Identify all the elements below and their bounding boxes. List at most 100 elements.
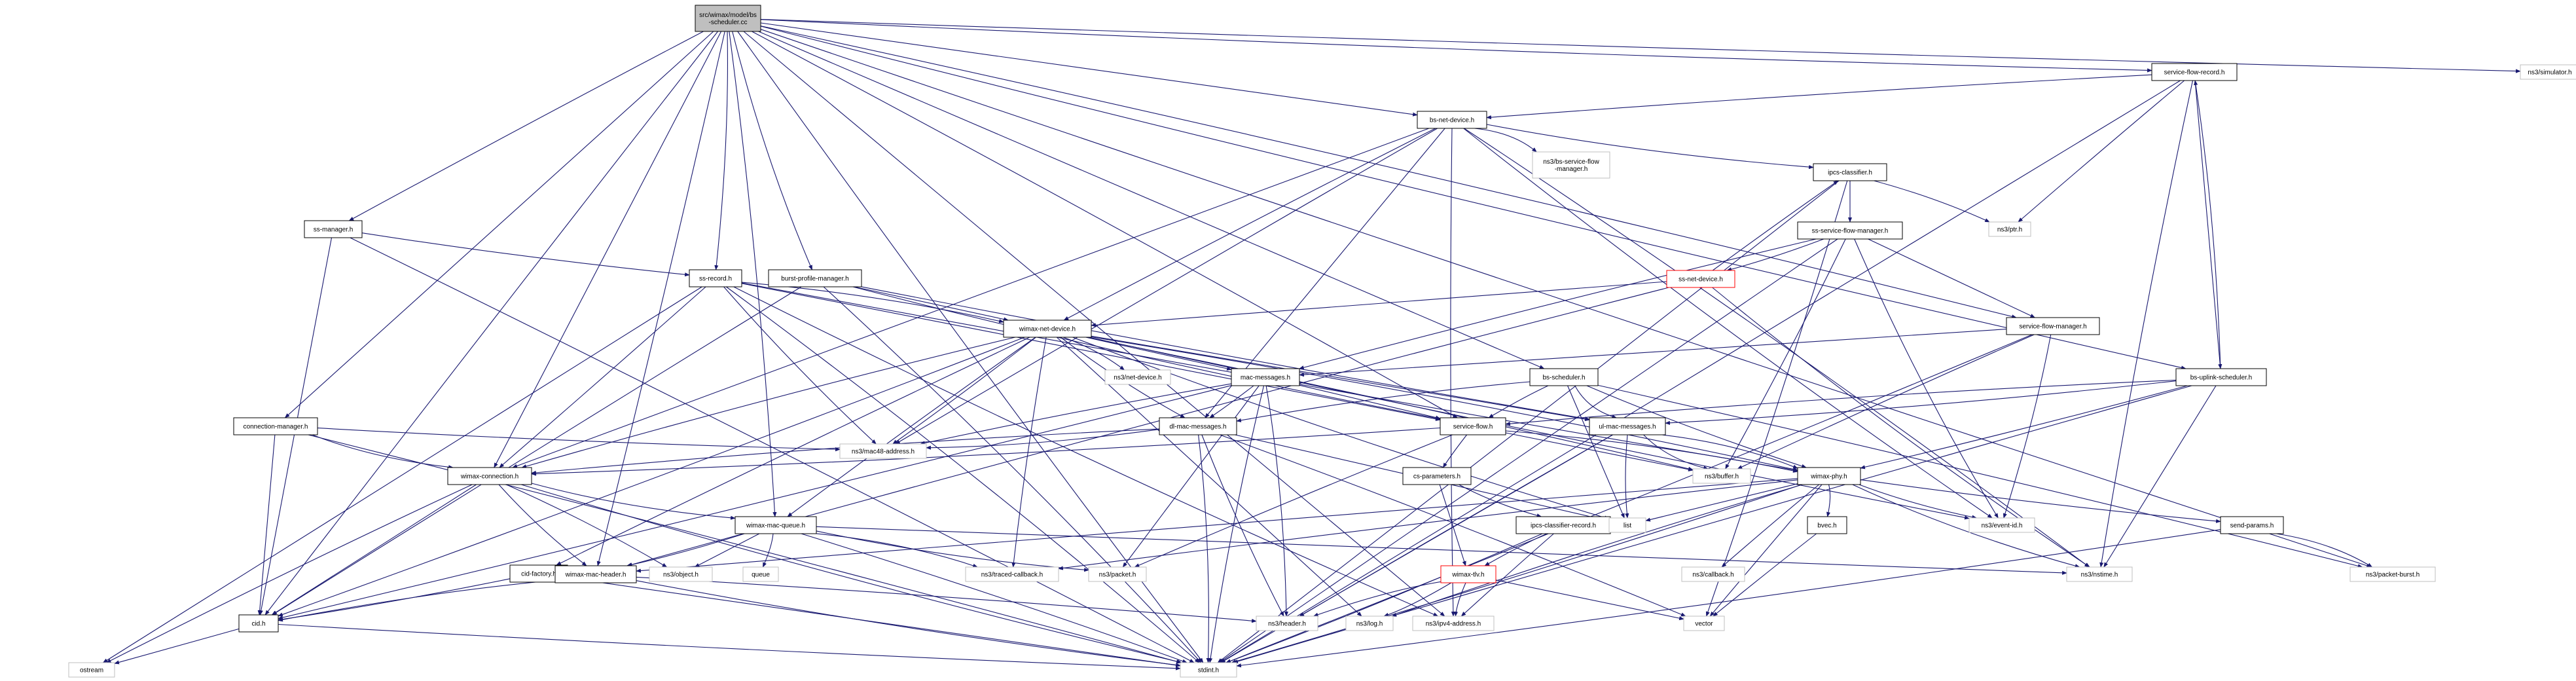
file-node-dlmsg[interactable]: dl-mac-messages.h [1159,417,1237,435]
include-edge [317,428,841,452]
include-edge [2103,385,2217,568]
file-node-ipv4: ns3/ipv4-address.h [1412,616,1495,631]
file-node-csparams[interactable]: cs-parameters.h [1402,467,1472,485]
include-edge [636,478,1798,573]
include-edge [1391,484,1803,617]
include-edge [2276,533,2373,568]
file-node-box [1402,467,1472,485]
include-edge [1056,337,1362,617]
include-edge [1225,334,2033,663]
file-node-label: ns3/simulator.h [2528,69,2571,77]
file-node-bssched[interactable]: bs-scheduler.h [1529,368,1599,386]
include-edge [1643,434,1709,470]
file-node-sfm[interactable]: service-flow-manager.h [2006,317,2100,335]
include-edge [1231,484,1802,664]
file-node-wmc[interactable]: wimax-connection.h [447,467,532,485]
file-node-wnd[interactable]: wimax-net-device.h [1003,320,1092,338]
file-nodes: src/wimax/model/bs-scheduler.cc service-f… [68,5,2576,678]
include-edge [1486,74,2152,120]
include-edge [892,337,1036,445]
include-edge [1299,329,2007,377]
include-edge [567,577,1181,667]
file-node-bvec[interactable]: bvec.h [1807,516,1847,534]
file-node-box [233,417,318,435]
file-node-label: wimax-mac-queue.h [746,523,805,530]
file-node-label: ns3/buffer.h [1705,473,1739,481]
file-node-ulmsg[interactable]: ul-mac-messages.h [1589,417,1666,435]
file-node-bpm[interactable]: burst-profile-manager.h [768,269,862,287]
file-node-sendparams[interactable]: send-params.h [2220,516,2284,534]
file-node-sfr[interactable]: service-flow-record.h [2151,63,2238,81]
file-node-label: queue [752,572,770,579]
include-edge [861,286,1590,421]
include-edge [758,31,1545,369]
include-edge [1665,380,2177,425]
include-edge [264,31,718,616]
file-node-box [1515,516,1611,534]
file-node-buffer: ns3/buffer.h [1692,468,1751,484]
include-edge [1726,238,1824,272]
file-node-label: ss-record.h [699,276,732,283]
include-edge [1463,128,1993,519]
include-edge [1495,580,1684,621]
include-edge [762,533,774,568]
file-node-label: ipcs-classifier-record.h [1531,523,1596,530]
file-node-box [2006,317,2100,335]
file-node-wmq[interactable]: wimax-mac-queue.h [735,516,817,534]
include-edge [1122,385,1260,568]
include-edge [1505,432,1694,471]
file-node-macmsg[interactable]: mac-messages.h [1231,368,1300,386]
file-node-label: stdint.h [1198,667,1219,674]
file-node-box [1088,566,1147,582]
include-edge [1712,180,1839,271]
include-edges [102,18,2521,671]
include-edge [1721,484,1820,568]
include-edge [1209,385,1254,418]
include-edge [1091,337,1798,471]
file-node-label: list [1624,523,1631,530]
file-node-connmgr[interactable]: connection-manager.h [233,417,318,435]
include-edge [1442,434,1468,468]
file-node-root[interactable]: src/wimax/model/bs-scheduler.cc [695,5,761,32]
file-node-ssnet[interactable]: ss-net-device.h [1666,270,1735,288]
file-node-sssfm[interactable]: ss-service-flow-manager.h [1797,221,1903,240]
file-node-box [238,614,279,633]
file-node-queue: queue [742,566,779,582]
file-node-bsnet[interactable]: bs-net-device.h [1417,111,1487,129]
file-node-ipcsrec[interactable]: ipcs-classifier-record.h [1515,516,1611,534]
include-edge [1299,384,1441,420]
file-node-box [2349,566,2436,582]
include-edge [714,31,728,270]
include-edge [1299,238,1817,370]
include-edge [271,484,477,616]
include-edge [494,31,722,468]
file-node-wtlv[interactable]: wimax-tlv.h [1440,565,1497,583]
include-edge [596,31,725,566]
include-edge [1505,430,1798,473]
include-edge [854,286,1009,322]
include-edge [1859,484,1978,519]
file-node-wphy[interactable]: wimax-phy.h [1797,467,1861,485]
include-edge [278,385,1232,620]
include-edge [1854,238,1999,519]
include-edge [361,232,690,277]
include-edge [2194,80,2222,369]
file-node-ssrec[interactable]: ss-record.h [689,269,742,287]
file-node-label: bs-uplink-scheduler.h [2190,375,2253,382]
include-edge [895,128,1438,445]
file-node-bsul[interactable]: bs-uplink-scheduler.h [2175,368,2267,386]
include-edge [1072,337,1610,520]
file-node-ssmgr[interactable]: ss-manager.h [304,220,363,238]
file-node-box [2520,64,2576,80]
file-node-sflow[interactable]: service-flow.h [1440,417,1506,435]
file-node-box [1231,368,1300,386]
file-node-label: ns3/ipv4-address.h [1426,621,1481,628]
include-edge [1625,434,1629,519]
file-node-ipcs[interactable]: ipcs-classifier.h [1813,163,1887,181]
file-node-label: wimax-connection.h [460,473,518,481]
file-node-wmh[interactable]: wimax-mac-header.h [554,565,637,583]
include-edge [1236,529,2221,668]
include-edge [1450,128,1455,617]
file-node-list: list [1608,517,1646,533]
file-node-cidh[interactable]: cid.h [238,614,279,633]
